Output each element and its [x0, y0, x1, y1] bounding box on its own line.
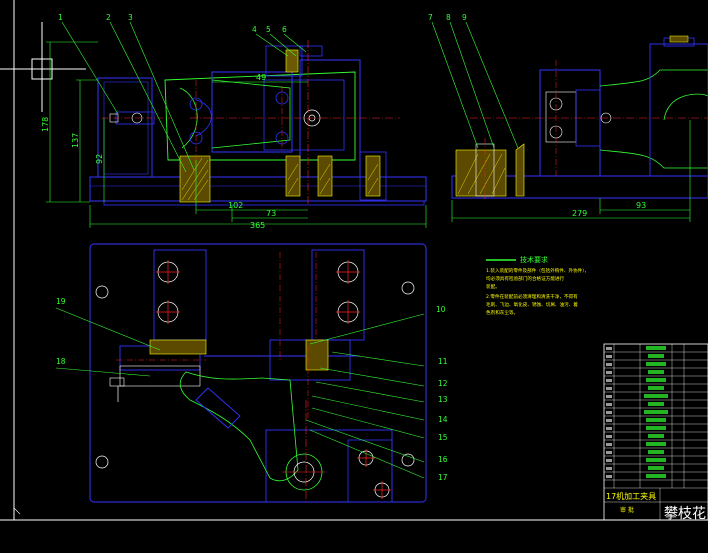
callout-label: 1 — [58, 13, 63, 22]
dimension-label: 93 — [636, 201, 646, 210]
signature-text: 攀枝花 — [664, 506, 706, 522]
callout-leaders-front — [61, 21, 307, 173]
callout-label: 7 — [428, 13, 433, 22]
dimension-labels: 178 137 92 49 102 73 365 279 93 — [41, 73, 646, 230]
callout-label: 13 — [438, 395, 448, 404]
technical-requirements: 技术要求 1.装入装配的零件及部件（包括外购件、外协件）， 均必须具有检验部门的… — [486, 255, 589, 316]
callout-labels-side: 7 8 9 — [428, 13, 467, 22]
dimension-label: 49 — [256, 73, 266, 82]
callout-label: 2 — [106, 13, 111, 22]
callout-labels-plan: 19 18 10 11 12 13 14 15 16 17 — [56, 297, 448, 482]
dimension-label: 92 — [95, 154, 104, 164]
dimension-label: 365 — [250, 221, 265, 230]
callout-label: 9 — [462, 13, 467, 22]
callout-label: 12 — [438, 379, 448, 388]
callout-label: 6 — [282, 25, 287, 34]
callout-label: 3 — [128, 13, 133, 22]
requirement-line: 2.零件在装配前必须清理和清洗干净，不得有 — [486, 293, 578, 300]
requirement-line: 装配。 — [486, 283, 500, 290]
callout-label: 4 — [252, 25, 257, 34]
callout-labels-front: 1 2 3 4 5 6 — [58, 13, 287, 34]
requirement-line: 毛刺、飞边、氧化皮、锈蚀、切屑、油污、着 — [486, 301, 578, 308]
callout-leaders-plan — [55, 307, 425, 479]
requirement-line: 均必须具有检验部门的合格证方能进行 — [486, 275, 565, 282]
callout-label: 5 — [266, 25, 271, 34]
dimension-label: 102 — [228, 201, 243, 210]
callout-label: 14 — [438, 415, 448, 424]
side-view — [451, 35, 708, 222]
approval-label: 审 批 — [620, 506, 634, 514]
requirement-line: 1.装入装配的零件及部件（包括外购件、外协件）， — [486, 267, 589, 274]
callout-label: 18 — [56, 357, 66, 366]
crosshair-cursor-icon[interactable] — [0, 22, 86, 112]
callout-label: 15 — [438, 433, 448, 442]
callout-leaders-side — [431, 21, 519, 149]
callout-label: 11 — [438, 357, 448, 366]
front-view — [46, 40, 427, 228]
callout-label: 10 — [436, 305, 446, 314]
dimension-label: 178 — [41, 117, 50, 132]
callout-label: 8 — [446, 13, 451, 22]
parts-list-table — [603, 343, 708, 521]
sheet-frame — [0, 0, 708, 521]
dimension-label: 137 — [71, 133, 80, 148]
requirements-title: 技术要求 — [520, 255, 548, 264]
drawing-title: 17机加工夹具 — [606, 491, 656, 501]
callout-label: 19 — [56, 297, 66, 306]
title-block: 17机加工夹具 审 批 攀枝花 — [606, 491, 706, 522]
requirement-line: 色剂和灰尘等。 — [486, 309, 518, 316]
dimension-label: 73 — [266, 209, 276, 218]
callout-label: 17 — [438, 473, 448, 482]
plan-view — [89, 243, 427, 503]
dimension-label: 279 — [572, 209, 587, 218]
callout-label: 16 — [438, 455, 448, 464]
